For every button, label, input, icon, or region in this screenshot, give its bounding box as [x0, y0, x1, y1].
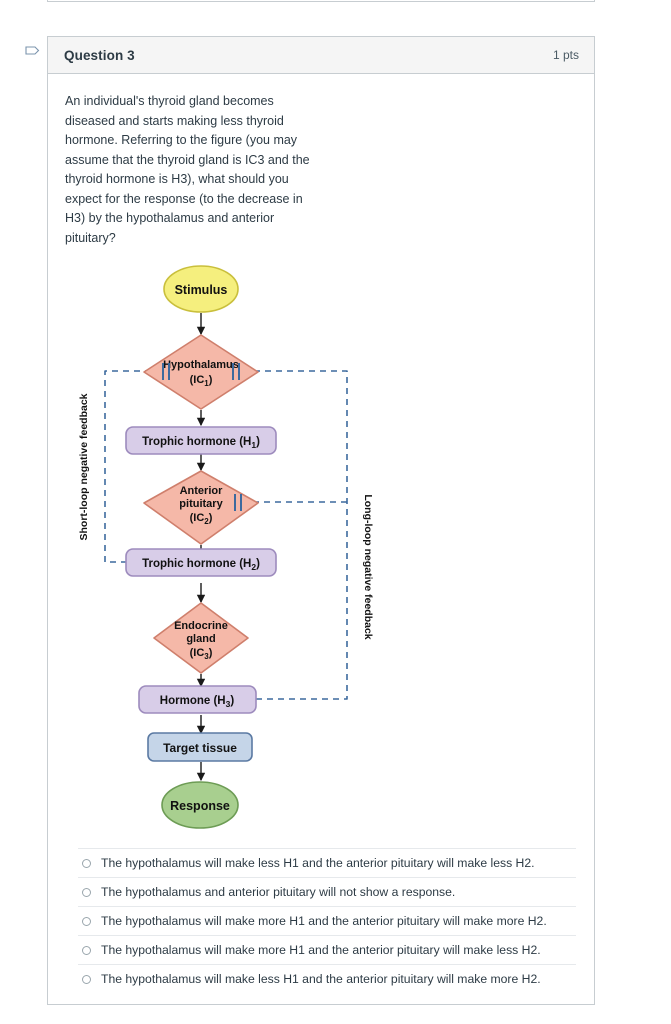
question-body: An individual's thyroid gland becomes di… [48, 74, 594, 993]
long-loop-label: Long-loop negative feedback [362, 494, 374, 639]
flag-outline-icon[interactable] [25, 46, 40, 62]
svg-text:pituitary: pituitary [179, 498, 223, 510]
long-loop-feedback-path [233, 370, 348, 700]
answer-option-5[interactable]: The hypothalamus will make less H1 and t… [78, 964, 576, 993]
svg-text:Hormone (H3): Hormone (H3) [160, 695, 235, 709]
question-header: Question 3 1 pts [48, 37, 594, 74]
answer-label: The hypothalamus will make more H1 and t… [101, 914, 547, 928]
answer-option-2[interactable]: The hypothalamus and anterior pituitary … [78, 877, 576, 906]
node-anterior-pituitary: Anterior pituitary (IC2) [143, 470, 259, 545]
answer-option-1[interactable]: The hypothalamus will make less H1 and t… [78, 848, 576, 877]
node-endocrine-gland: Endocrine gland (IC3) [153, 602, 249, 674]
radio-icon[interactable] [82, 974, 91, 984]
node-stimulus: Stimulus [163, 265, 239, 313]
radio-icon[interactable] [82, 945, 91, 955]
page-title: Question 3 [64, 47, 135, 63]
diagram-svg: Stimulus Hypothalamus (IC1) [78, 265, 374, 829]
svg-text:Stimulus: Stimulus [175, 283, 228, 297]
node-trophic-hormone-h1: Trophic hormone (H1) [125, 426, 277, 455]
answer-options-list: The hypothalamus will make less H1 and t… [64, 848, 578, 993]
node-response: Response [161, 781, 239, 829]
question-prompt: An individual's thyroid gland becomes di… [65, 94, 310, 245]
answer-option-3[interactable]: The hypothalamus will make more H1 and t… [78, 906, 576, 935]
endocrine-feedback-diagram: Stimulus Hypothalamus (IC1) [64, 262, 580, 832]
svg-text:Endocrine: Endocrine [174, 620, 228, 632]
node-trophic-hormone-h2: Trophic hormone (H2) [125, 548, 277, 577]
previous-question-card-edge [47, 0, 595, 2]
inhibition-bars-hypothalamus [162, 363, 240, 380]
node-target-tissue: Target tissue [147, 732, 253, 762]
svg-text:Response: Response [170, 799, 230, 813]
node-hypothalamus: Hypothalamus (IC1) [143, 334, 259, 410]
short-loop-label: Short-loop negative feedback [78, 393, 90, 540]
svg-text:Hypothalamus: Hypothalamus [163, 359, 239, 371]
svg-text:Anterior: Anterior [180, 485, 224, 497]
svg-text:Trophic hormone (H1): Trophic hormone (H1) [142, 436, 260, 450]
radio-icon[interactable] [82, 887, 91, 897]
answer-option-4[interactable]: The hypothalamus will make more H1 and t… [78, 935, 576, 964]
inhibition-bars-anterior-pituitary [234, 494, 242, 511]
radio-icon[interactable] [82, 916, 91, 926]
svg-text:gland: gland [186, 633, 215, 645]
short-loop-feedback-path [104, 370, 163, 563]
answer-label: The hypothalamus will make less H1 and t… [101, 856, 535, 870]
svg-text:(IC1): (IC1) [190, 374, 213, 388]
answer-label: The hypothalamus will make more H1 and t… [101, 943, 541, 957]
question-card: Question 3 1 pts An individual's thyroid… [47, 36, 595, 1005]
question-points: 1 pts [552, 48, 579, 62]
answer-label: The hypothalamus will make less H1 and t… [101, 972, 541, 986]
svg-text:(IC2): (IC2) [190, 512, 213, 526]
svg-text:Target tissue: Target tissue [163, 741, 237, 755]
node-hormone-h3: Hormone (H3) [138, 685, 257, 714]
answer-label: The hypothalamus and anterior pituitary … [101, 885, 456, 899]
svg-text:(IC3): (IC3) [190, 647, 213, 661]
svg-text:Trophic hormone (H2): Trophic hormone (H2) [142, 558, 260, 572]
radio-icon[interactable] [82, 858, 91, 868]
